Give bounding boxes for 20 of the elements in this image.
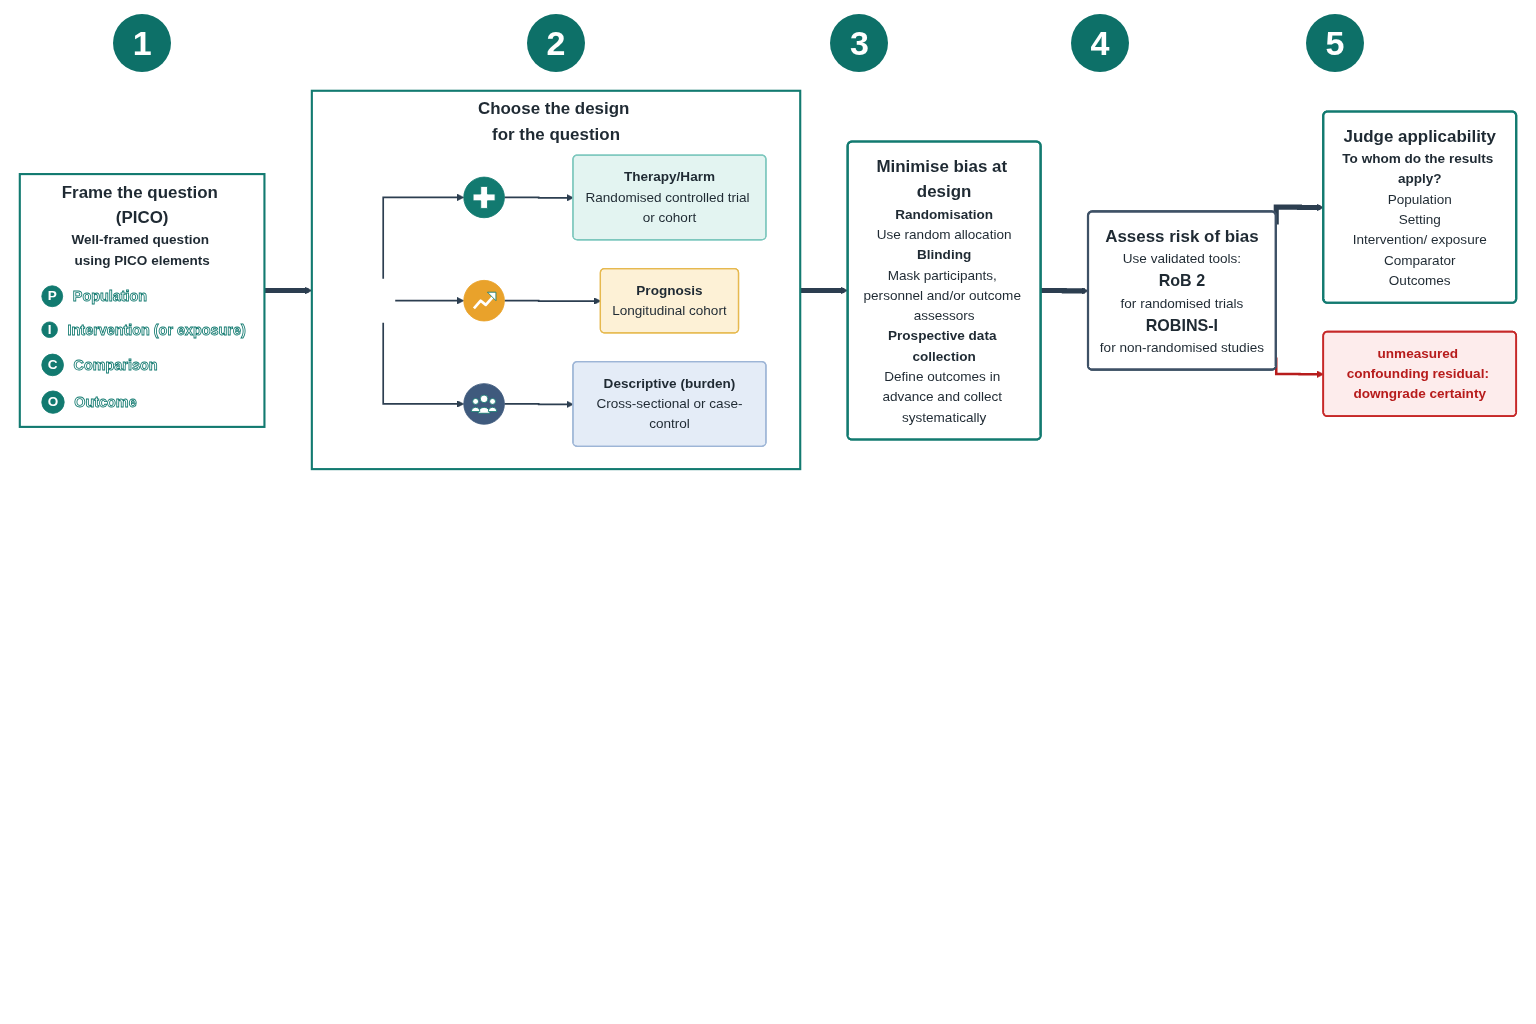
beside-text: Outcome bbox=[74, 394, 137, 411]
node-circle bbox=[463, 176, 505, 219]
arrow bbox=[382, 321, 465, 408]
arrow bbox=[394, 296, 465, 305]
node-circle: O bbox=[41, 390, 65, 414]
step-number: 2 bbox=[527, 14, 586, 72]
beside-text: Population bbox=[72, 288, 148, 305]
step-number: 5 bbox=[1306, 14, 1365, 72]
arrow bbox=[382, 193, 465, 280]
node-circle bbox=[463, 383, 505, 425]
step-number: 4 bbox=[1070, 14, 1129, 72]
node-circle: P bbox=[41, 285, 64, 308]
node-circle bbox=[463, 279, 505, 322]
arrow bbox=[1273, 203, 1324, 225]
beside-text: Comparison bbox=[73, 356, 158, 373]
step-number: 1 bbox=[113, 14, 172, 72]
step-number: 3 bbox=[830, 14, 889, 72]
node-circle: I bbox=[41, 321, 58, 338]
beside-text: Intervention (or exposure) bbox=[67, 321, 246, 338]
node-circle: C bbox=[41, 353, 64, 377]
